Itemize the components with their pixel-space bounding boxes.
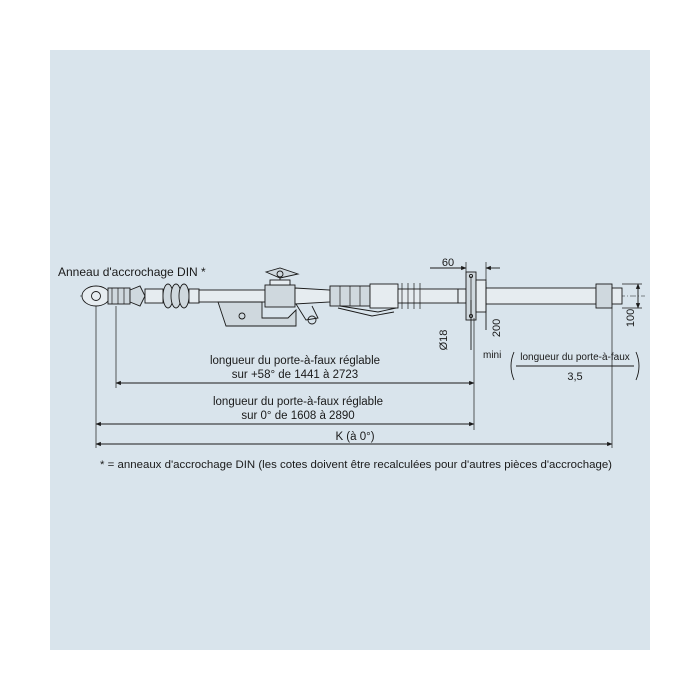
length-0-line2: sur 0° de 1608 à 2890 bbox=[241, 410, 354, 422]
paren-left bbox=[510, 351, 515, 381]
length-58-line2: sur +58° de 1441 à 2723 bbox=[232, 369, 358, 381]
hitch-ring bbox=[81, 285, 146, 307]
dim-100-label: 100 bbox=[625, 309, 637, 327]
dim-60-label: 60 bbox=[442, 257, 454, 269]
clamp-body bbox=[264, 267, 331, 325]
bracket-plate bbox=[217, 301, 297, 327]
ring-title: Anneau d'accrochage DIN * bbox=[58, 265, 206, 279]
dim-200-label: 200 bbox=[491, 319, 503, 337]
dimensions bbox=[95, 262, 642, 448]
footnote: * = anneaux d'accrochage DIN (les cotes … bbox=[100, 459, 612, 471]
fraction-numerator: longueur du porte-à-faux bbox=[520, 352, 630, 363]
drawbar-assembly bbox=[80, 267, 645, 327]
k-label: K (à 0°) bbox=[335, 431, 374, 443]
outer-tube bbox=[485, 283, 623, 309]
dim-diameter-label: Ø18 bbox=[438, 330, 450, 351]
paren-right bbox=[635, 351, 640, 381]
bellows bbox=[144, 283, 200, 309]
rear-tube bbox=[397, 283, 467, 309]
bracket-hole bbox=[238, 312, 246, 320]
fraction-denominator: 3,5 bbox=[567, 371, 582, 383]
mini-label: mini bbox=[483, 350, 501, 361]
front-tube bbox=[198, 289, 266, 303]
middle-sleeve bbox=[329, 283, 399, 317]
mounting-flange bbox=[465, 271, 487, 321]
drawing-canvas bbox=[50, 50, 650, 650]
length-0-line1: longueur du porte-à-faux réglable bbox=[213, 396, 383, 408]
length-58-line1: longueur du porte-à-faux réglable bbox=[210, 355, 380, 367]
